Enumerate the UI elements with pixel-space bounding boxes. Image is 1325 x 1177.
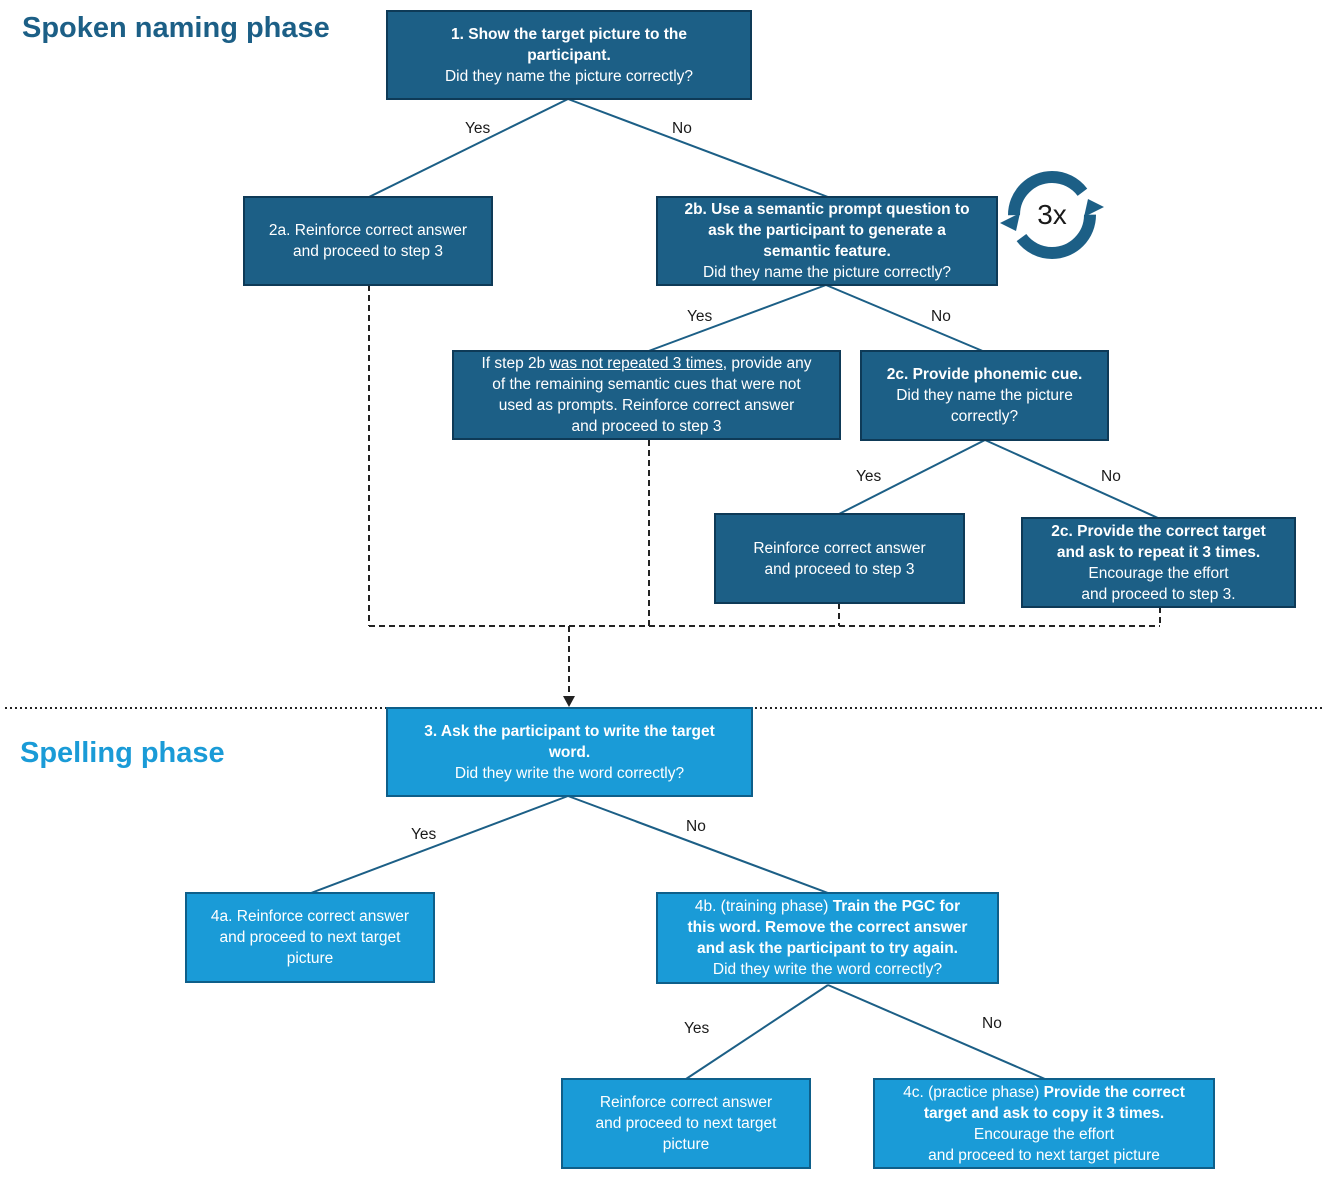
node-line: and proceed to next target	[595, 1115, 777, 1132]
node-line: ask the participant to generate a	[708, 222, 946, 239]
node-line: Did they name the picture correctly?	[702, 264, 952, 281]
edge-label-no: No	[672, 120, 692, 137]
node-underlined-text: was not repeated 3 times	[549, 355, 723, 372]
node-line: correctly?	[950, 408, 1019, 425]
node-line: 2c. Provide the correct target	[1051, 522, 1266, 540]
edge-4b-to-4c	[827, 984, 1046, 1080]
edge-2b-to-2c	[825, 284, 986, 353]
step-4b-yes-box: Reinforce correct answer and proceed to …	[561, 1078, 811, 1169]
spelling-phase-title: Spelling phase	[20, 737, 225, 769]
node-line: and proceed to step 3	[571, 418, 722, 435]
node-line: target and ask to copy it 3 times.	[923, 1104, 1165, 1122]
edge-2c-to-no	[984, 439, 1159, 519]
edge-3-to-4b	[567, 795, 829, 894]
node-line: picture	[286, 950, 334, 967]
repeat-count: 3x	[1037, 199, 1067, 230]
node-line: Did they name the picture	[896, 387, 1073, 404]
node-line: 3. Ask the participant to write the targ…	[424, 722, 715, 740]
node-line: semantic feature.	[763, 243, 891, 260]
node-text: If step 2b	[481, 355, 550, 372]
node-line: this word. Remove the correct answer	[687, 919, 968, 936]
repeat-cycle-icon: 3x	[1000, 165, 1104, 265]
edge-label-no: No	[1101, 468, 1121, 485]
step-4c-box: 4c. (practice phase) Provide the correct…	[873, 1078, 1215, 1169]
node-line: 2c. Provide phonemic cue.	[886, 366, 1083, 383]
step-4a-box: 4a. Reinforce correct answer and proceed…	[185, 892, 435, 983]
spoken-phase-title: Spoken naming phase	[22, 12, 330, 44]
node-line: Did they write the word correctly?	[454, 764, 685, 782]
node-text: Provide the correct	[1043, 1083, 1185, 1101]
edge-label-yes: Yes	[465, 120, 491, 137]
node-line: 4c. (practice phase) Provide the correct	[903, 1082, 1185, 1103]
node-line: Did they write the word correctly?	[712, 961, 943, 978]
node-line: and proceed to step 3	[293, 243, 443, 260]
edge-label-no: No	[686, 818, 706, 835]
step-2b-box: 2b. Use a semantic prompt question to as…	[656, 196, 998, 286]
node-line: picture	[662, 1136, 710, 1153]
node-line: and proceed to next target picture	[928, 1146, 1160, 1164]
edge-3-to-4a	[310, 795, 569, 894]
node-text: Train the PGC for	[832, 898, 961, 915]
node-line: Encourage the effort	[973, 1125, 1115, 1143]
edge-label-yes: Yes	[856, 468, 882, 485]
step-3-box: 3. Ask the participant to write the targ…	[386, 707, 753, 797]
node-line: and proceed to next target	[219, 929, 401, 946]
node-line: and ask to repeat it 3 times.	[1056, 543, 1261, 561]
edge-4b-to-yes	[685, 984, 829, 1080]
step-2c-no-box: 2c. Provide the correct target and ask t…	[1021, 517, 1296, 608]
node-line: 2a. Reinforce correct answer	[268, 222, 468, 239]
step-2c-box: 2c. Provide phonemic cue. Did they name …	[860, 350, 1109, 441]
step-4b-box: 4b. (training phase) Train the PGC for t…	[656, 892, 999, 984]
arrowhead-to-step3	[563, 696, 575, 707]
node-line: participant.	[527, 46, 611, 64]
node-line: and ask the participant to try again.	[697, 940, 958, 957]
edge-label-yes: Yes	[684, 1020, 710, 1037]
edge-label-yes: Yes	[687, 308, 713, 325]
edge-label-no: No	[931, 308, 951, 325]
node-text: , provide any	[722, 355, 812, 372]
node-line: 4b. (training phase) Train the PGC for	[695, 896, 960, 917]
node-line: Encourage the effort	[1088, 564, 1229, 582]
node-text: 4c. (practice phase)	[903, 1083, 1044, 1101]
node-line: 1. Show the target picture to the	[451, 25, 687, 43]
edge-1-to-2a	[368, 98, 569, 198]
node-line: and proceed to step 3.	[1081, 585, 1236, 603]
edge-1-to-2b	[567, 98, 829, 198]
node-line: Reinforce correct answer	[599, 1094, 773, 1111]
edge-label-no: No	[982, 1015, 1002, 1032]
node-line: word.	[548, 743, 591, 761]
node-text: 4b. (training phase)	[694, 898, 833, 915]
edge-2c-to-yes	[838, 439, 986, 515]
node-line: 2b. Use a semantic prompt question to	[684, 201, 970, 218]
node-line: and proceed to step 3	[764, 560, 915, 578]
step-1-box: 1. Show the target picture to the partic…	[386, 10, 752, 100]
node-line: of the remaining semantic cues that were…	[492, 376, 801, 393]
node-line: used as prompts. Reinforce correct answe…	[498, 397, 795, 414]
step-2c-yes-box: Reinforce correct answer and proceed to …	[714, 513, 965, 604]
node-line: Reinforce correct answer	[753, 539, 926, 557]
step-2a-box: 2a. Reinforce correct answer and proceed…	[243, 196, 493, 286]
node-line: If step 2b was not repeated 3 times, pro…	[481, 353, 811, 374]
edge-label-yes: Yes	[411, 826, 437, 843]
step-2b-yes-box: If step 2b was not repeated 3 times, pro…	[452, 350, 841, 440]
edge-2b-to-yes	[645, 284, 827, 353]
node-line: 4a. Reinforce correct answer	[210, 908, 410, 925]
node-line: Did they name the picture correctly?	[444, 67, 694, 85]
